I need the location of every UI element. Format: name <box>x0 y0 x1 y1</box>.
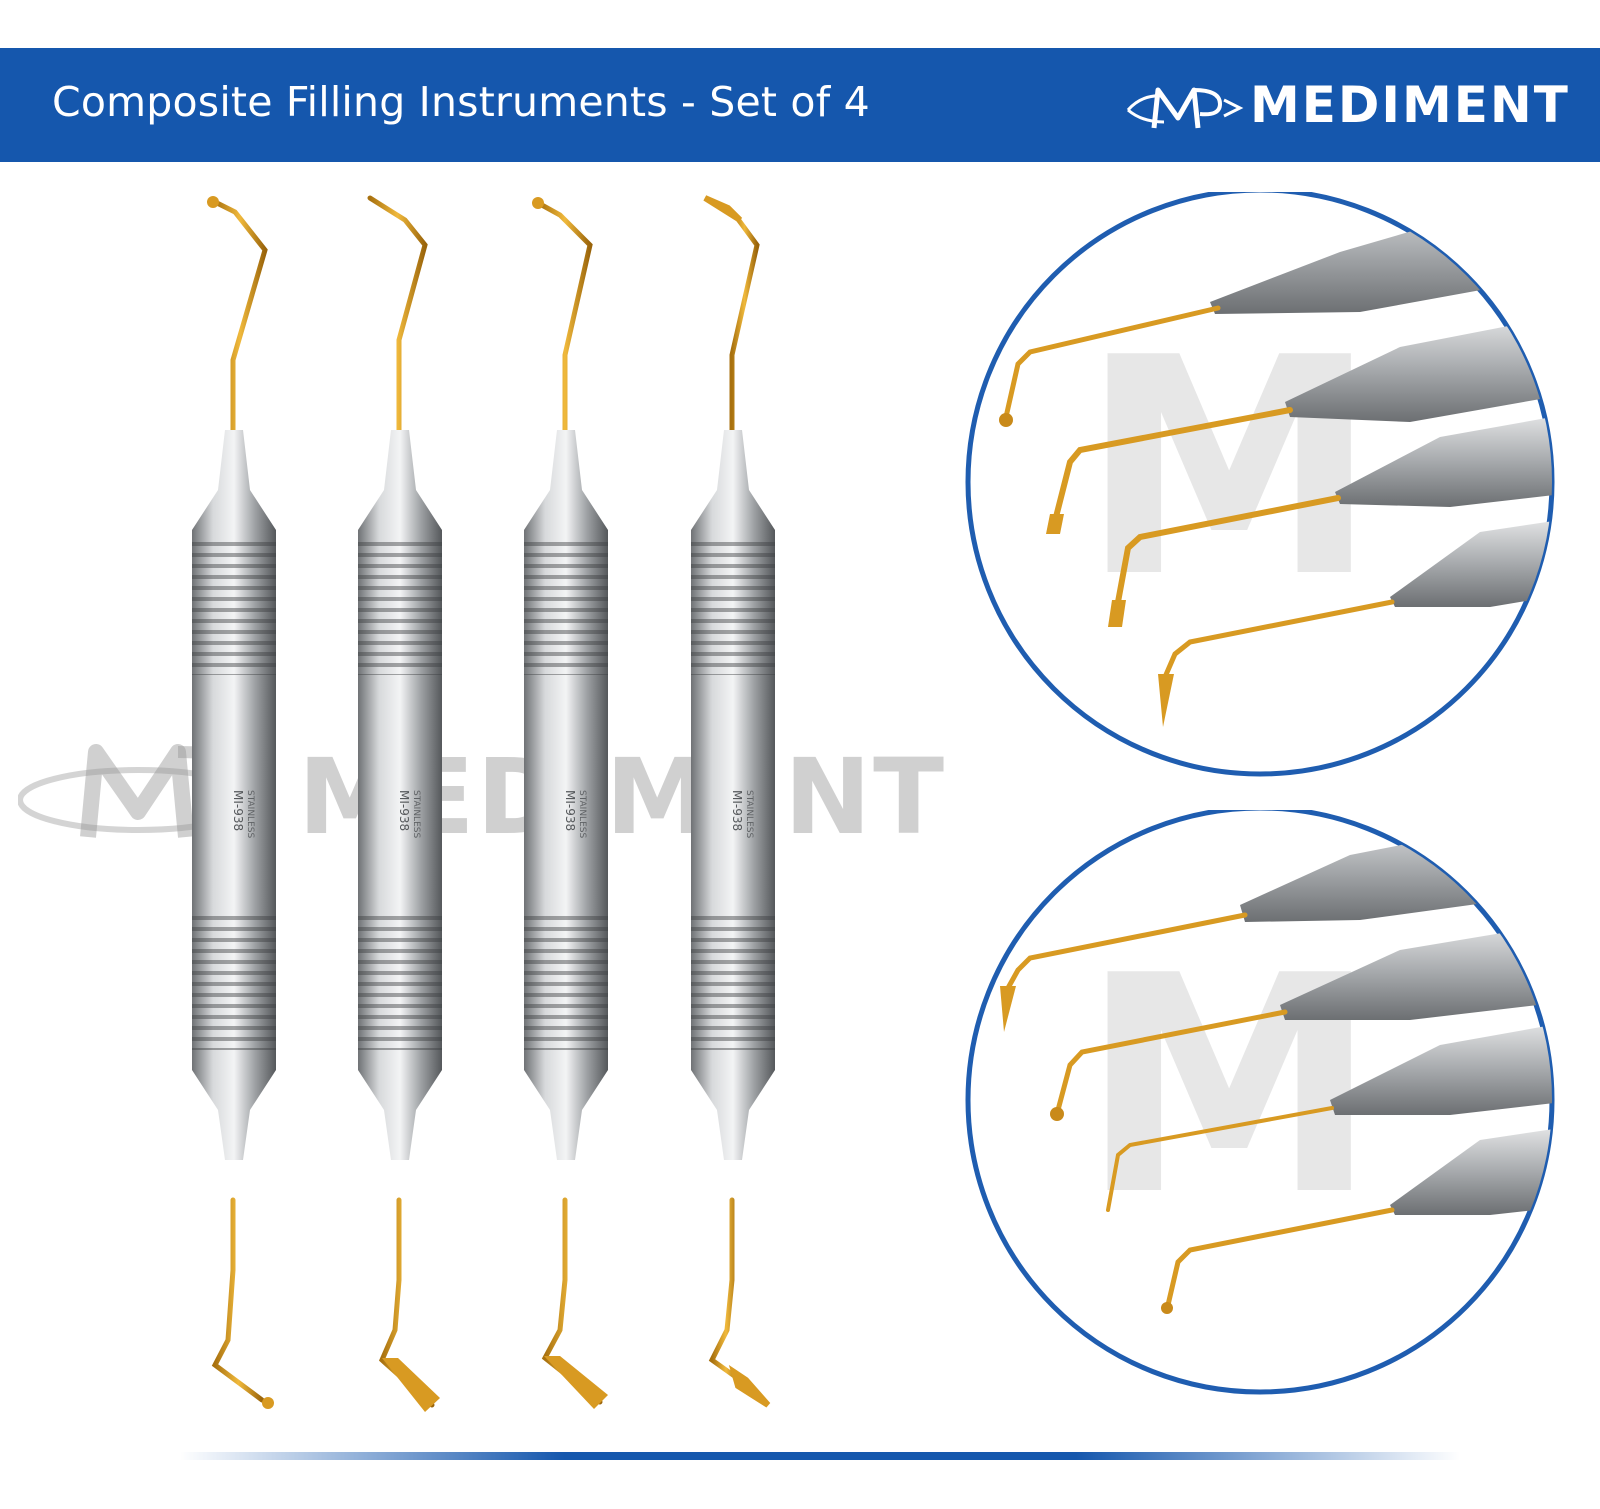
brand-name: MEDIMENT <box>1250 76 1570 134</box>
instrument-1 <box>192 196 276 1409</box>
handle-stamp-1: STAINLESS <box>245 790 255 838</box>
handle-stamp-4: STAINLESS <box>744 790 754 838</box>
instrument-4 <box>691 195 775 1408</box>
instrument-2 <box>358 195 442 1412</box>
handle-stamp-3: STAINLESS <box>577 790 587 838</box>
detail-tip-6 <box>1050 920 1552 1121</box>
page-title: Composite Filling Instruments - Set of 4 <box>52 78 870 126</box>
handle-engraving-3: MI-938 <box>563 790 577 831</box>
detail-tip-4 <box>1158 517 1552 727</box>
svg-text:M: M <box>1080 294 1379 643</box>
handle-engraving-4: MI-938 <box>730 790 744 831</box>
handle-engraving-2: MI-938 <box>397 790 411 831</box>
brand-logo: MEDIMENT <box>1124 76 1568 138</box>
handle-engraving-1: MI-938 <box>231 790 245 831</box>
mediment-logo-icon <box>1126 87 1244 129</box>
bottom-divider <box>180 1452 1460 1460</box>
detail-tip-3 <box>1108 412 1552 627</box>
header-banner <box>0 48 1600 162</box>
svg-text:M: M <box>1080 912 1379 1261</box>
handle-stamp-2: STAINLESS <box>411 790 421 838</box>
detail-tip-7 <box>1106 1020 1552 1212</box>
detail-circle-top: M <box>965 192 1555 777</box>
detail-circle-bottom: M <box>965 810 1555 1395</box>
instrument-3 <box>524 197 608 1409</box>
detail-tip-8 <box>1161 1125 1552 1314</box>
detail-tip-2 <box>1046 312 1552 534</box>
